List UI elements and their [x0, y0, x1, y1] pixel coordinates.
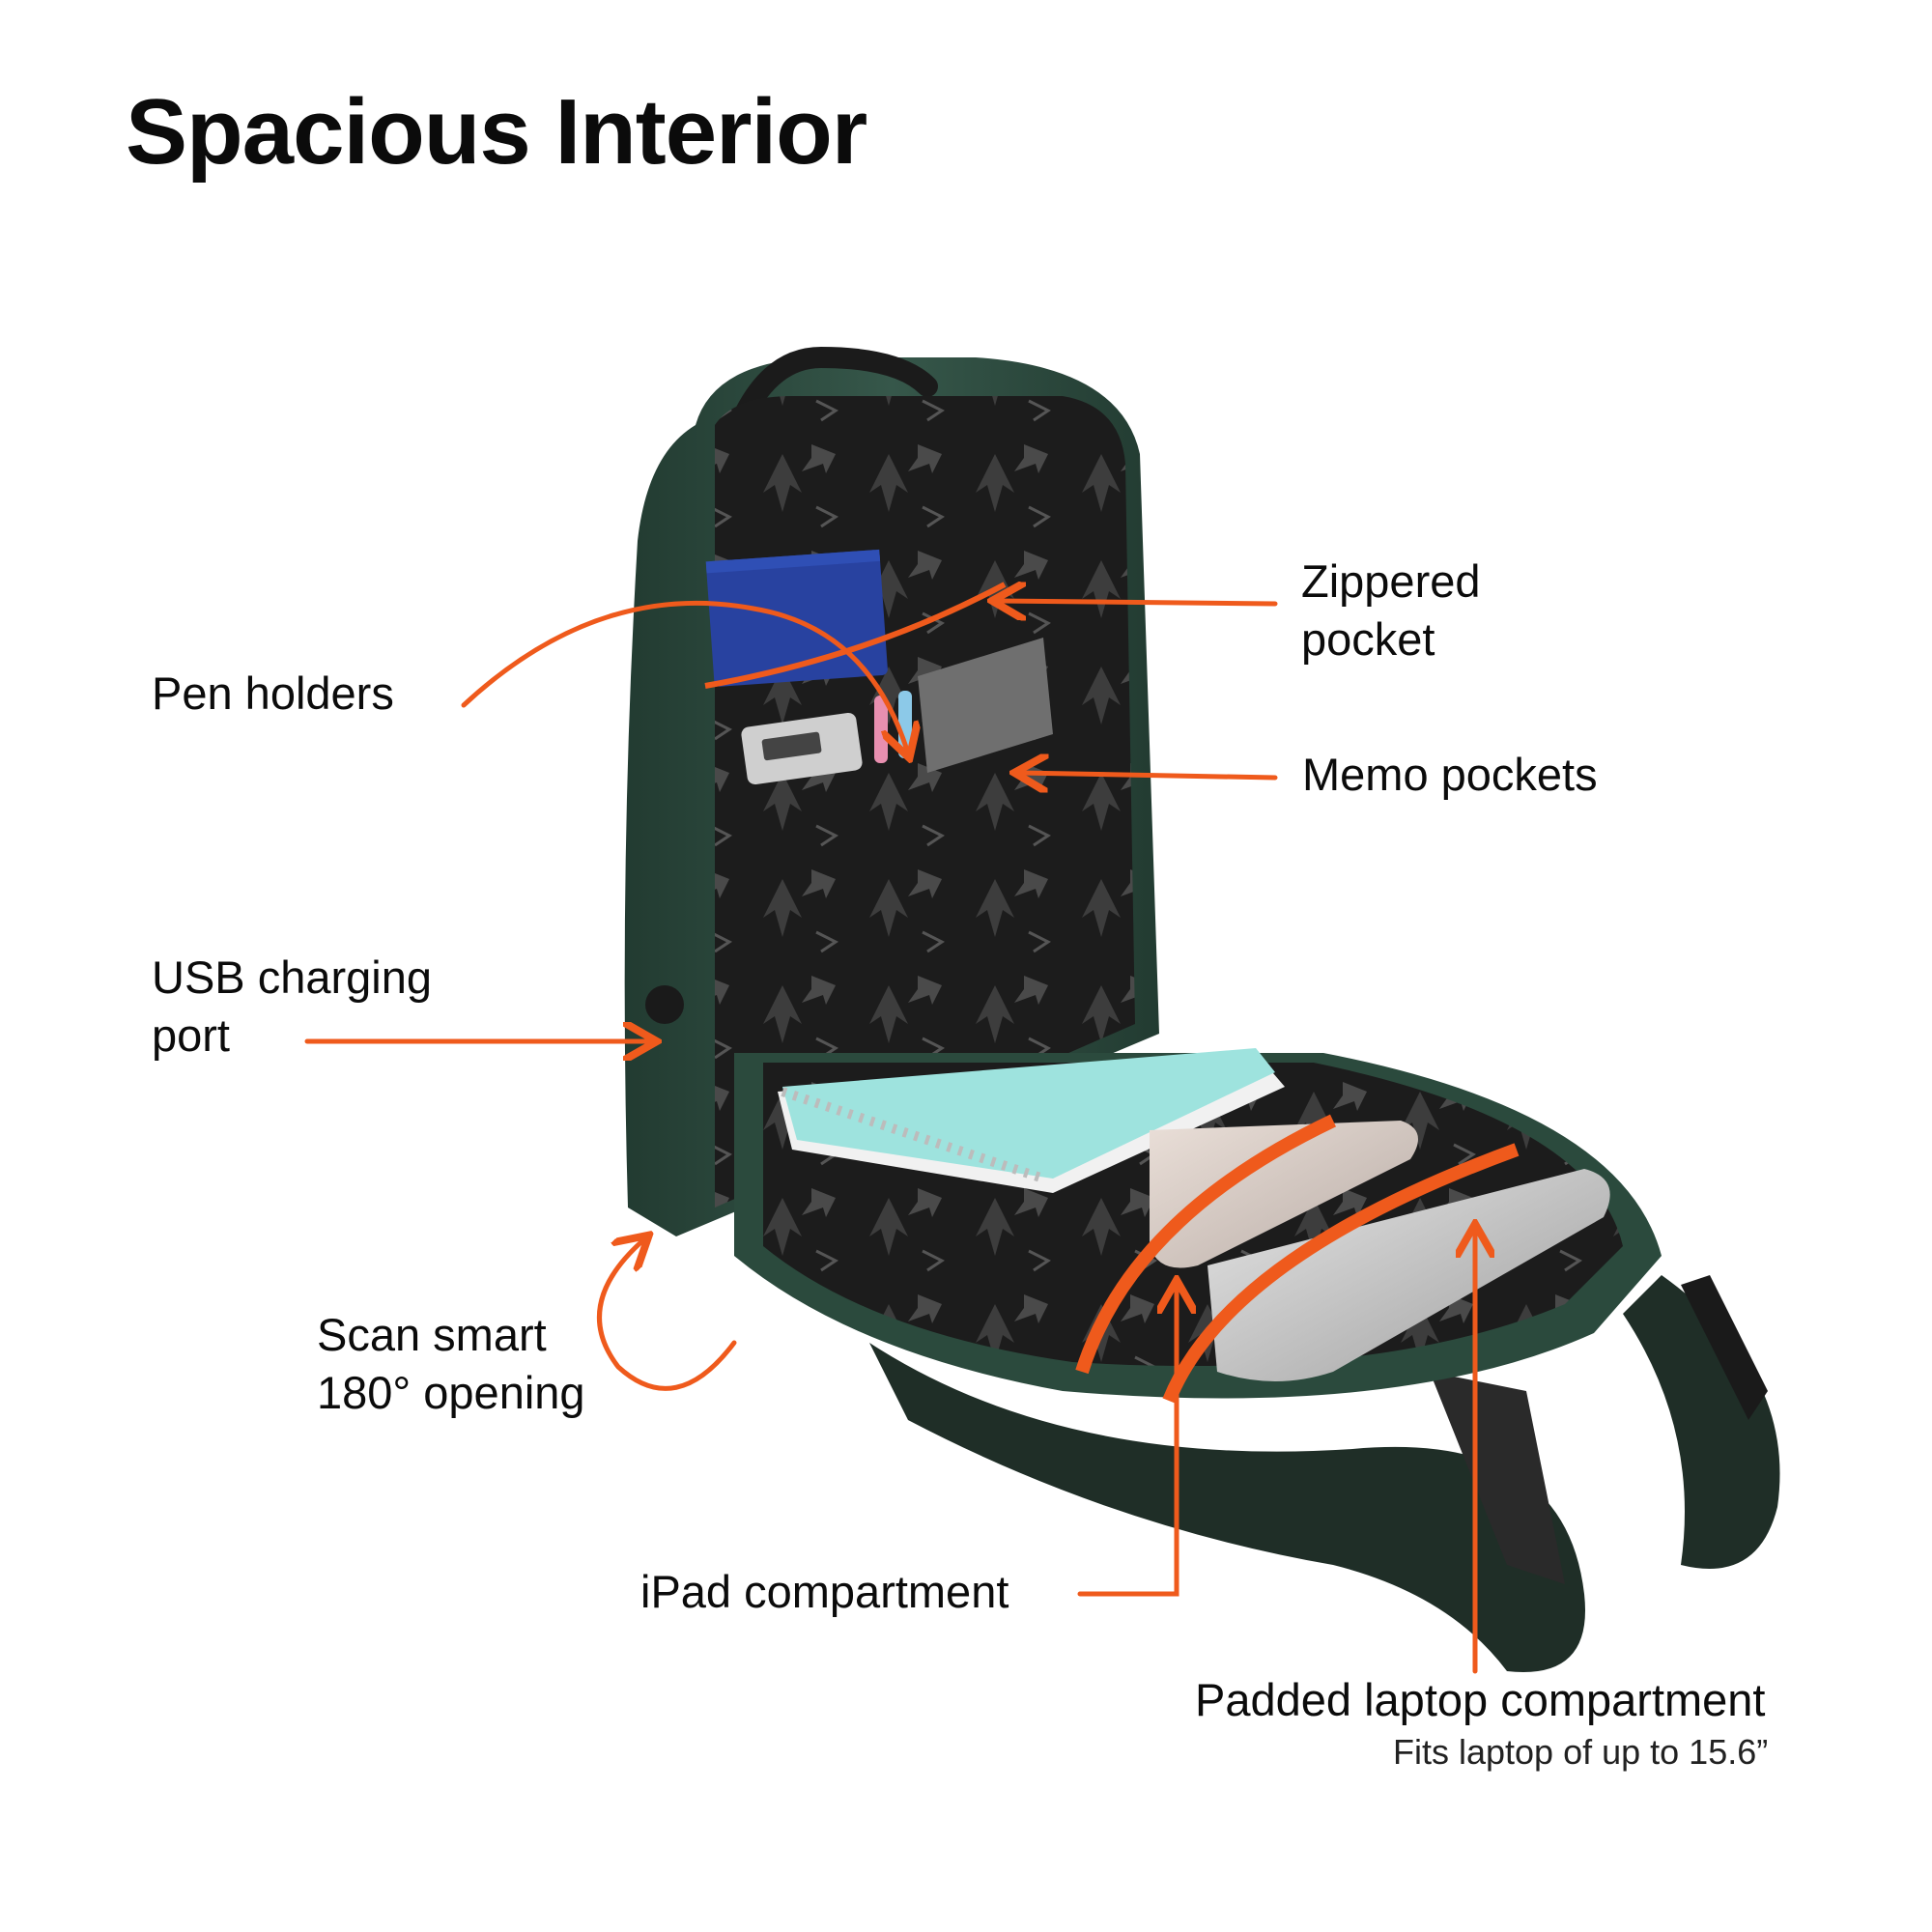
pen-pink: [874, 696, 888, 763]
ipad-compartment-label: iPad compartment: [640, 1566, 1009, 1617]
shoulder-straps: [869, 1275, 1780, 1672]
laptop-divider-strap: [1162, 1143, 1520, 1404]
top-handle: [733, 346, 938, 426]
notebook: [778, 1048, 1285, 1193]
laptop-compartment-label: Padded laptop compartment: [1195, 1674, 1766, 1725]
scan-smart-label: Scan smart 180° opening: [317, 1306, 585, 1422]
ipad-divider-strap: [1075, 1114, 1337, 1375]
memo-pockets-label: Memo pockets: [1302, 749, 1598, 800]
pen-holders-arrow: [461, 600, 908, 753]
ipad-compartment-arrow: [1077, 1285, 1177, 1597]
scan-smart-label-line1: Scan smart: [317, 1309, 547, 1360]
rotation-arrow: [596, 1238, 737, 1391]
memo-pockets-arrow: [1019, 773, 1278, 778]
usb-port-label-line2: port: [152, 1009, 230, 1061]
usb-port: [645, 985, 684, 1024]
zippered-pocket-label-line2: pocket: [1301, 613, 1435, 665]
zipper-pocket-line: [704, 582, 1007, 689]
laptop-compartment-note: Fits laptop of up to 15.6”: [1393, 1732, 1769, 1772]
ipad: [1150, 1121, 1418, 1268]
zippered-pocket-label-line1: Zippered: [1301, 555, 1481, 607]
page-title: Spacious Interior: [126, 80, 867, 184]
power-bank: [741, 712, 863, 785]
scan-smart-label-line2: 180° opening: [317, 1367, 585, 1418]
usb-port-label: USB charging port: [152, 949, 432, 1065]
memo-pocket: [918, 638, 1053, 773]
laptop: [1208, 1169, 1610, 1381]
pen-holders-label: Pen holders: [152, 668, 394, 719]
usb-port-label-line1: USB charging: [152, 952, 432, 1003]
zippered-pocket-label: Zippered pocket: [1301, 553, 1481, 668]
zippered-pocket-arrow: [997, 601, 1278, 604]
